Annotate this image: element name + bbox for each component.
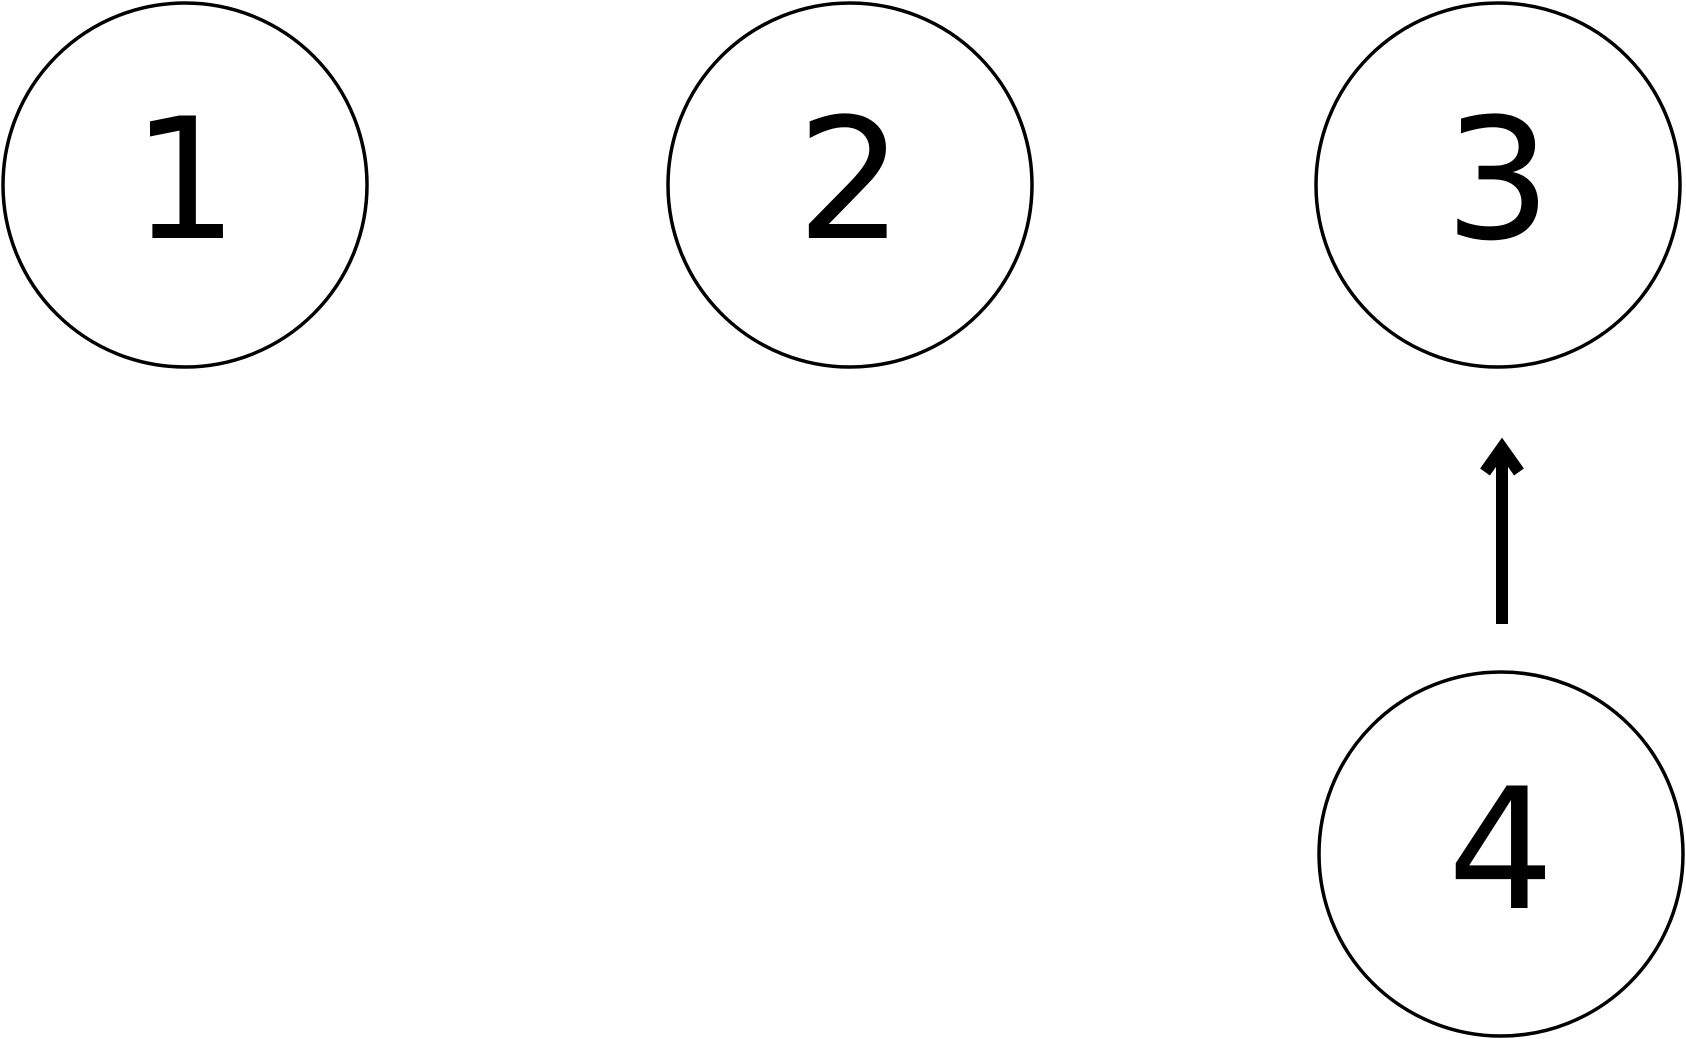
node-4-label: 4 [1448,752,1555,948]
node-1-label: 1 [132,82,239,278]
node-1-circle [1,1,369,369]
arrowhead-up-icon [1480,437,1524,476]
node-3: 3 [1314,1,1682,369]
node-3-label: 3 [1445,82,1552,278]
node-1: 1 [1,1,369,369]
edge-4-to-3 [1480,437,1524,624]
node-2: 2 [666,1,1034,369]
node-2-label: 2 [797,82,904,278]
node-4-circle [1317,670,1685,1038]
node-2-circle [666,1,1034,369]
node-3-circle [1314,1,1682,369]
node-4: 4 [1317,670,1685,1038]
